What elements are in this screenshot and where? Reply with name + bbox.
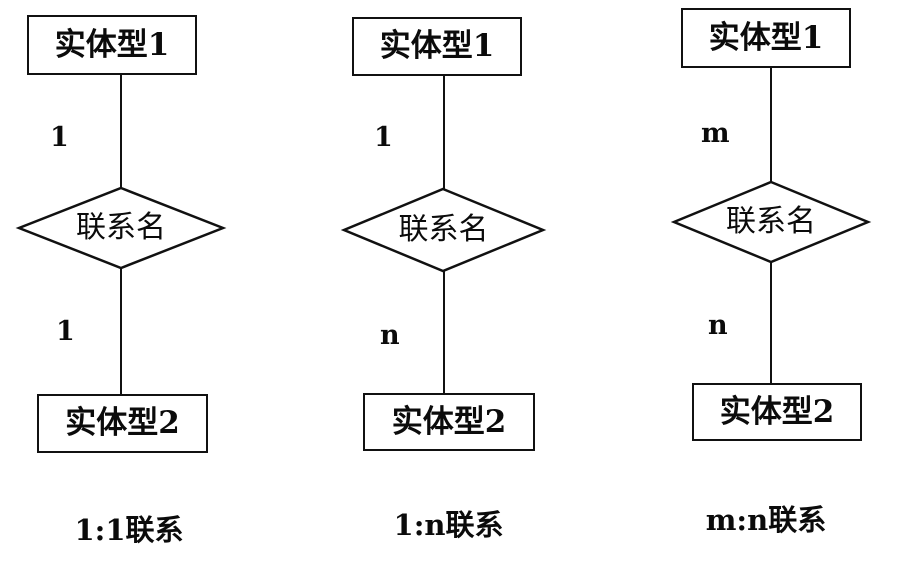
connector-bottom [443,271,445,395]
entity-top-label: 实体型1 [54,26,170,63]
entity-box-top[interactable]: 实体型1 [27,15,197,75]
diamond-shape-icon [340,187,547,273]
entity-top-label: 实体型1 [379,28,495,64]
connector-top [120,73,122,188]
cardinality-bottom-label: 1 [56,316,75,347]
er-diagram-many-to-many: 实体型1 m 联系名 n 实体型2 m:n联系 [600,0,898,570]
cardinality-bottom-label: n [380,320,400,351]
caption-text: 1:n联系 [393,508,504,542]
relationship-diamond[interactable]: 联系名 [670,180,872,264]
er-diagram-one-to-one: 实体型1 1 联系名 1 实体型2 1:1联系 [0,0,300,570]
diagram-caption: 1:n联系 [316,511,581,540]
entity-bottom-label: 实体型2 [719,393,835,430]
caption-text: 1:1联系 [74,513,184,547]
diagram-caption: m:n联系 [648,506,884,535]
cardinality-top-label: m [701,118,730,149]
cardinality-top-label: 1 [374,122,393,153]
entity-bottom-label: 实体型2 [65,405,180,441]
entity-bottom-label: 实体型2 [391,403,507,440]
relationship-diamond[interactable]: 联系名 [15,186,227,270]
entity-box-top[interactable]: 实体型1 [352,17,522,76]
diamond-shape-icon [670,180,872,264]
cardinality-top-label: 1 [50,122,69,153]
diamond-shape-icon [15,186,227,270]
entity-box-top[interactable]: 实体型1 [681,8,851,68]
entity-box-bottom[interactable]: 实体型2 [37,394,208,453]
entity-top-label: 实体型1 [708,19,824,56]
diagram-caption: 1:1联系 [0,516,258,545]
connector-top [443,74,445,189]
entity-box-bottom[interactable]: 实体型2 [692,383,862,441]
relationship-diamond[interactable]: 联系名 [340,187,547,273]
connector-top [770,66,772,183]
er-diagram-one-to-many: 实体型1 1 联系名 n 实体型2 1:n联系 [300,0,600,570]
connector-bottom [120,268,122,396]
connector-bottom [770,262,772,385]
cardinality-bottom-label: n [708,310,728,341]
caption-text: m:n联系 [705,503,827,537]
entity-box-bottom[interactable]: 实体型2 [363,393,535,451]
